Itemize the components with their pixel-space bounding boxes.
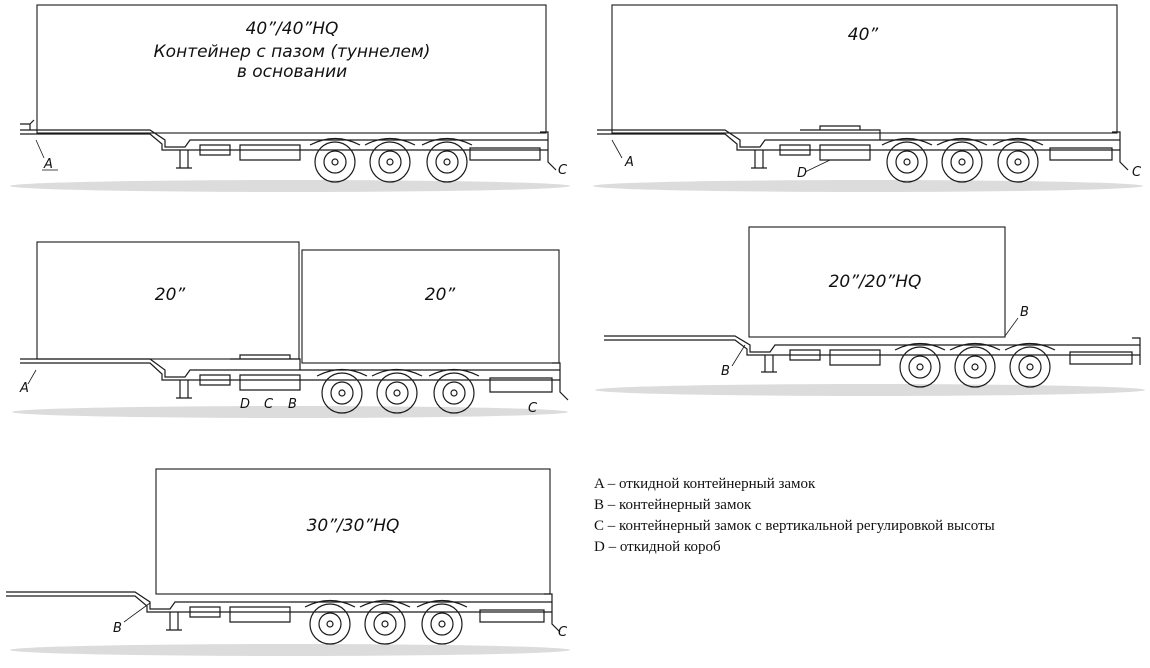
label-c: C bbox=[264, 397, 274, 412]
legend-item-d: D – откидной короб bbox=[594, 539, 721, 555]
container-label-1: 20” bbox=[155, 285, 186, 305]
diagram-30-hq: 30”/30”HQ B C bbox=[6, 468, 570, 656]
label-d: D bbox=[240, 397, 250, 412]
container-label-3: в основании bbox=[237, 62, 347, 82]
container-label: 20”/20”HQ bbox=[829, 272, 922, 292]
container-box bbox=[748, 226, 1006, 338]
label-c-rear: C bbox=[528, 401, 538, 416]
label-c: C bbox=[1132, 165, 1142, 180]
label-b: B bbox=[113, 621, 122, 636]
label-d: D bbox=[797, 166, 807, 181]
trailer-chassis bbox=[20, 354, 569, 401]
container-box-1 bbox=[36, 241, 300, 360]
legend-item-a: A – откидной контейнерный замок bbox=[594, 476, 816, 492]
label-a: A bbox=[43, 157, 53, 172]
label-c: C bbox=[558, 163, 568, 178]
trailer-chassis bbox=[604, 335, 1141, 373]
wheels bbox=[881, 137, 1044, 183]
legend-item-b: B – контейнерный замок bbox=[594, 497, 752, 513]
container-label: 40” bbox=[848, 25, 879, 45]
container-box-2 bbox=[301, 249, 560, 364]
container-box bbox=[611, 4, 1118, 134]
diagram-20-hq: 20”/20”HQ B B bbox=[595, 226, 1145, 396]
container-label-2: Контейнер с пазом (туннелем) bbox=[154, 42, 431, 62]
container-box bbox=[36, 4, 547, 134]
label-b-front: B bbox=[721, 364, 730, 379]
label-b-rear: B bbox=[1020, 305, 1029, 320]
trailer-chassis bbox=[597, 125, 1129, 171]
wheels bbox=[304, 599, 468, 645]
trailer-chassis bbox=[6, 591, 561, 633]
label-b: B bbox=[288, 397, 297, 412]
wheels bbox=[894, 342, 1056, 388]
trailer-chassis bbox=[20, 119, 557, 171]
diagram-40-hq-tunnel: 40”/40”HQ Контейнер с пазом (туннелем) в… bbox=[10, 4, 570, 192]
legend-item-c: C – контейнерный замок с вертикальной ре… bbox=[594, 518, 995, 534]
diagram-2x20: 20” 20” A D C B C bbox=[12, 241, 569, 418]
container-label-2: 20” bbox=[425, 285, 456, 305]
wheels bbox=[316, 368, 480, 414]
container-box bbox=[155, 468, 551, 595]
legend: A – откидной контейнерный замок B – конт… bbox=[594, 474, 995, 558]
label-a: A bbox=[624, 155, 634, 170]
container-label: 30”/30”HQ bbox=[307, 516, 400, 536]
wheels bbox=[309, 137, 473, 183]
label-a: A bbox=[19, 381, 29, 396]
container-label-1: 40”/40”HQ bbox=[246, 19, 339, 39]
label-c: C bbox=[558, 625, 568, 640]
diagram-40: 40” A D C bbox=[593, 4, 1143, 192]
